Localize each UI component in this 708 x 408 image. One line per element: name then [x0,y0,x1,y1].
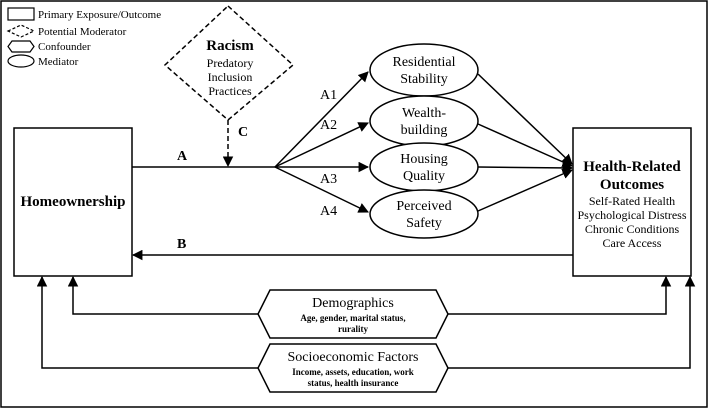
moderator-racism: Racism Predatory Inclusion Practices C [163,4,295,168]
mediator-1-line-1: Residential [393,55,456,70]
moderator-line-1: Predatory [207,56,254,70]
moderator-line-2: Inclusion [208,70,253,84]
outcome-line-2: Psychological Distress [578,208,687,222]
mediator-ellipse-2 [369,95,479,147]
confounder-socioeconomic: Socioeconomic Factors Income, assets, ed… [257,343,449,393]
socioeconomic-to-outcome-arrow [448,275,696,369]
outcome-line-1: Self-Rated Health [589,194,675,208]
legend-mediator-swatch [7,54,35,68]
path-a4-arrow [274,166,369,213]
confounder-1-title: Demographics [312,296,394,311]
socioeconomic-to-exposure-arrow [36,275,258,369]
legend-primary-label: Primary Exposure/Outcome [38,9,161,21]
path-a1-arrow [274,71,369,168]
path-a4-label: A4 [320,204,337,219]
confounder-demographics: Demographics Age, gender, marital status… [257,289,449,339]
legend: Primary Exposure/Outcome Potential Moder… [6,7,161,68]
outcome-title-line-2: Outcomes [600,177,664,193]
legend-primary-swatch [7,7,35,21]
mediator-ellipse-1 [369,43,479,97]
mediator-4-line-1: Perceived [396,199,451,214]
mediator-wealth-building: Wealth- building [369,95,479,147]
mediator-4-line-2: Safety [406,216,442,231]
mediator-4-to-outcome-arrow [477,168,573,212]
demographics-to-outcome-arrow [448,275,672,315]
mediator-2-line-2: building [401,123,448,138]
path-a2-label: A2 [320,118,337,133]
mediator-ellipse-4 [369,189,479,239]
legend-mediator-label: Mediator [38,56,79,68]
confounder-2-title: Socioeconomic Factors [287,350,418,365]
legend-moderator-label: Potential Moderator [38,26,127,38]
mediator-1-line-2: Stability [400,72,447,87]
legend-confounder-swatch [7,40,35,53]
moderator-line-3: Practices [208,84,252,98]
mediator-residential-stability: Residential Stability [369,43,479,97]
mediator-3-line-1: Housing [400,152,447,167]
moderator-title: Racism [206,38,254,54]
confounder-1-line-1: Age, gender, marital status, [300,313,405,323]
mediator-1-to-outcome-arrow [477,73,573,165]
path-a2-arrow [274,122,369,168]
legend-moderator-swatch [6,24,36,38]
outcome-health: Health-Related Outcomes Self-Rated Healt… [572,127,692,277]
mediator-3-to-outcome-arrow [477,162,574,174]
path-a3-label: A3 [320,172,337,187]
path-c-label: C [238,125,248,140]
outcome-title-line-1: Health-Related [583,159,681,175]
mediator-2-line-1: Wealth- [402,106,446,121]
path-a-label: A [177,149,188,164]
path-b-label: B [177,237,186,252]
mediator-3-line-2: Quality [403,169,445,184]
outcome-box [572,127,692,277]
exposure-title: Homeownership [21,194,126,210]
mediator-perceived-safety: Perceived Safety [369,189,479,239]
outcome-line-3: Chronic Conditions [585,222,680,236]
outcome-line-4: Care Access [603,236,662,250]
confounder-1-line-2: rurality [338,324,368,334]
exposure-box [13,127,133,277]
demographics-to-exposure-arrow [67,275,258,315]
mediator-housing-quality: Housing Quality [369,142,479,192]
legend-confounder-label: Confounder [38,41,91,53]
confounder-2-line-2: status, health insurance [308,378,399,388]
path-a1-label: A1 [320,88,337,103]
mediator-2-to-outcome-arrow [477,123,573,167]
exposure-homeownership: Homeownership [13,127,133,277]
confounder-2-line-1: Income, assets, education, work [292,367,414,377]
